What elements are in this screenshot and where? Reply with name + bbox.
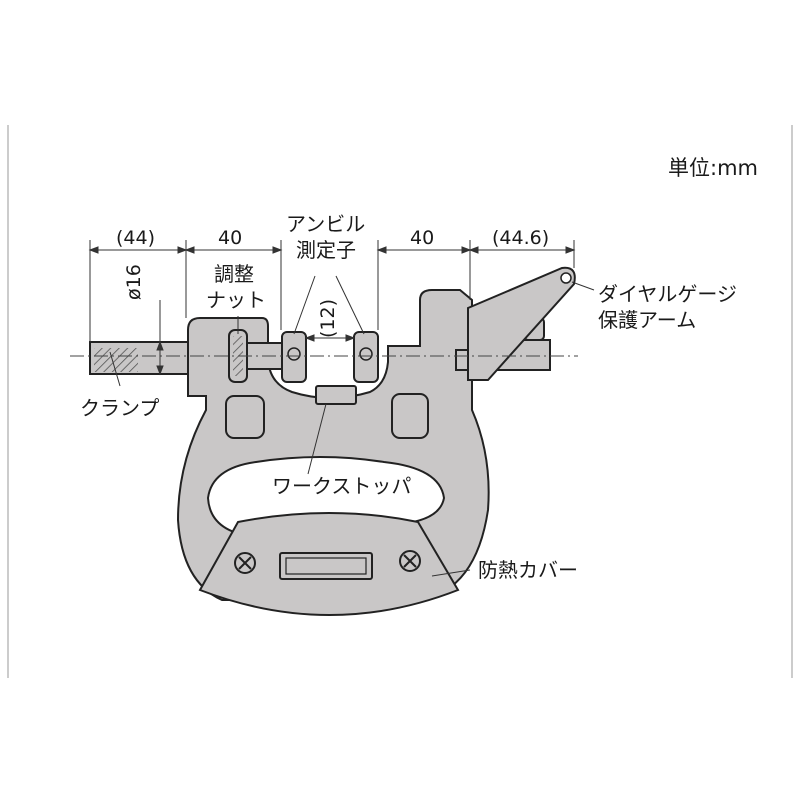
label-clamp: クランプ: [80, 396, 160, 420]
dimension-lines: [88, 240, 595, 577]
left-recess: [225, 395, 265, 439]
work-stopper: [315, 385, 357, 405]
label-adjust-nut-line1: 調整: [214, 262, 254, 286]
screw-left-icon: [234, 552, 256, 574]
anvil-probe-right: [353, 331, 379, 383]
label-dial-arm-line1: ダイヤルゲージ: [598, 282, 737, 306]
dim-right-length: (44.6): [492, 227, 550, 249]
unit-label: 単位:mm: [668, 156, 758, 180]
dim-left-length: (44): [116, 227, 156, 249]
label-work-stopper: ワークストッパ: [272, 474, 412, 498]
nameplate: [279, 552, 373, 580]
right-recess: [391, 393, 429, 439]
dim-right-inner: 40: [410, 227, 435, 249]
label-adjust-nut-line2: ナット: [206, 288, 266, 312]
label-anvil-probe-line1: アンビル: [286, 212, 366, 236]
label-dial-arm-line2: 保護アーム: [598, 308, 697, 332]
label-heat-cover: 防熱カバー: [478, 558, 578, 582]
screw-right-icon: [399, 550, 421, 572]
dim-left-inner: 40: [218, 227, 243, 249]
dim-diameter: ø16: [123, 264, 145, 300]
dim-anvil-gap: (12): [317, 298, 339, 338]
dial-protection-arm: [467, 266, 576, 381]
label-anvil-probe-line2: 測定子: [296, 238, 356, 262]
anvil-probe-left: [281, 331, 307, 383]
